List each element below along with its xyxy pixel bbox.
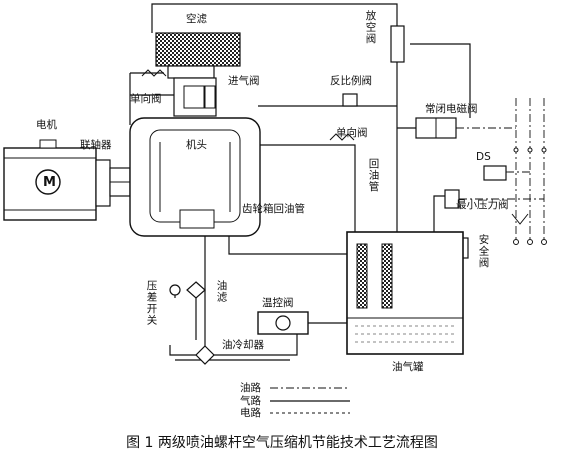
label-intake-valve: 进气阀 [228,75,260,87]
vent-valve [390,25,405,63]
motor-symbol: M [43,175,56,190]
gas-line-discharge [255,144,356,232]
label-coupling: 联轴器 [80,139,112,151]
gas-line-top-loop [151,3,398,33]
figure-caption: 图 1 两级喷油螺杆空气压缩机节能技术工艺流程图 [126,435,438,451]
ds-sensor [483,165,507,181]
label-motor: 电机 [36,119,57,131]
legend-oil-label: 油路 [240,382,261,394]
check-valve-right [329,133,355,141]
label-ds: DS [476,151,491,163]
label-check-valve-right: 单向阀 [336,127,368,139]
motor-symbol-circle [35,169,61,195]
air-filter [155,32,241,67]
label-airend: 机头 [186,139,207,151]
gas-line-min-pressure [433,195,445,235]
oil-filter [186,281,206,299]
oil-line-cooler [205,327,298,356]
oil-cooler [195,345,215,365]
label-inverse-proportional-valve: 反比例阀 [330,75,372,87]
label-nc-solenoid-valve: 常闭电磁阀 [425,103,478,115]
gas-line-vent-branch [410,43,471,118]
label-pressure-switch: 压差开关 [145,280,158,326]
pressure-switch [169,284,181,296]
label-vent-valve: 放空阀 [364,10,377,45]
legend-gas-label: 气路 [240,395,261,407]
oil-line-thermo-right [305,300,348,324]
airend [129,117,261,237]
check-valve-top [141,69,167,77]
label-check-valve-top: 单向阀 [130,93,162,105]
inverse-proportional-valve [342,93,358,107]
label-oil-cooler: 油冷却器 [222,339,264,351]
label-gearbox-return-pipe: 齿轮箱回油管 [242,203,305,215]
legend-electric-label: 电路 [240,407,261,419]
label-air-filter: 空滤 [186,13,207,25]
label-safety-valve: 安全阀 [477,234,490,269]
label-oil-return-pipe: 回油管 [367,158,380,193]
oil-line-left [169,345,205,356]
electric-switch-contact [511,213,529,225]
label-thermostatic-valve: 温控阀 [262,297,294,309]
label-oil-gas-tank: 油气罐 [392,361,424,373]
label-oil-filter: 油滤 [215,280,228,303]
label-min-pressure-valve: 最小压力阀 [456,199,509,211]
